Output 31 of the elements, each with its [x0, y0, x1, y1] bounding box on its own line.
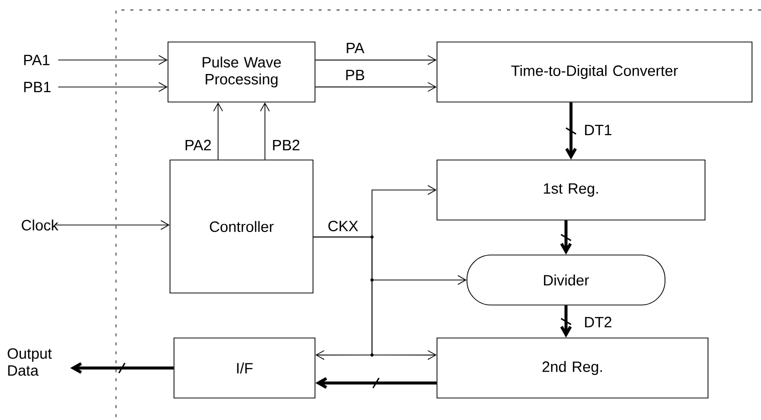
interface-box: I/F: [174, 338, 316, 398]
output-label: Output Data: [8, 348, 52, 376]
arrow: [58, 82, 168, 92]
edge-label: PB: [344, 68, 366, 82]
input-label: PB1: [24, 82, 51, 92]
arrow: [565, 102, 577, 160]
input-label: Clock: [22, 220, 58, 230]
process-box: Controller: [170, 160, 314, 294]
process-box: Pulse Wave Processing: [168, 42, 316, 102]
edge-label: CKX: [326, 220, 360, 232]
arrow: [56, 220, 170, 230]
edge-label: PA: [344, 42, 366, 54]
arrow: [313, 236, 437, 360]
arrow: [315, 55, 437, 65]
arrow: [58, 55, 168, 65]
arrow: [315, 82, 437, 92]
arrow: [560, 305, 572, 338]
arrow: [315, 377, 437, 389]
register-box: 1st Reg.: [436, 160, 706, 220]
arrow: [260, 102, 270, 160]
edge-label: DT1: [582, 124, 614, 136]
edge-label: PB2: [270, 138, 302, 152]
arrow: [70, 362, 174, 374]
arrow: [560, 220, 572, 255]
divider-box: Divider: [466, 254, 666, 306]
edge-label: PA2: [183, 138, 213, 152]
input-label: PA1: [24, 54, 50, 66]
arrow: [213, 102, 223, 160]
edge-label: DT2: [582, 316, 614, 328]
register-box: 2nd Reg.: [436, 338, 708, 398]
process-box: Time-to-Digital Converter: [436, 42, 752, 102]
